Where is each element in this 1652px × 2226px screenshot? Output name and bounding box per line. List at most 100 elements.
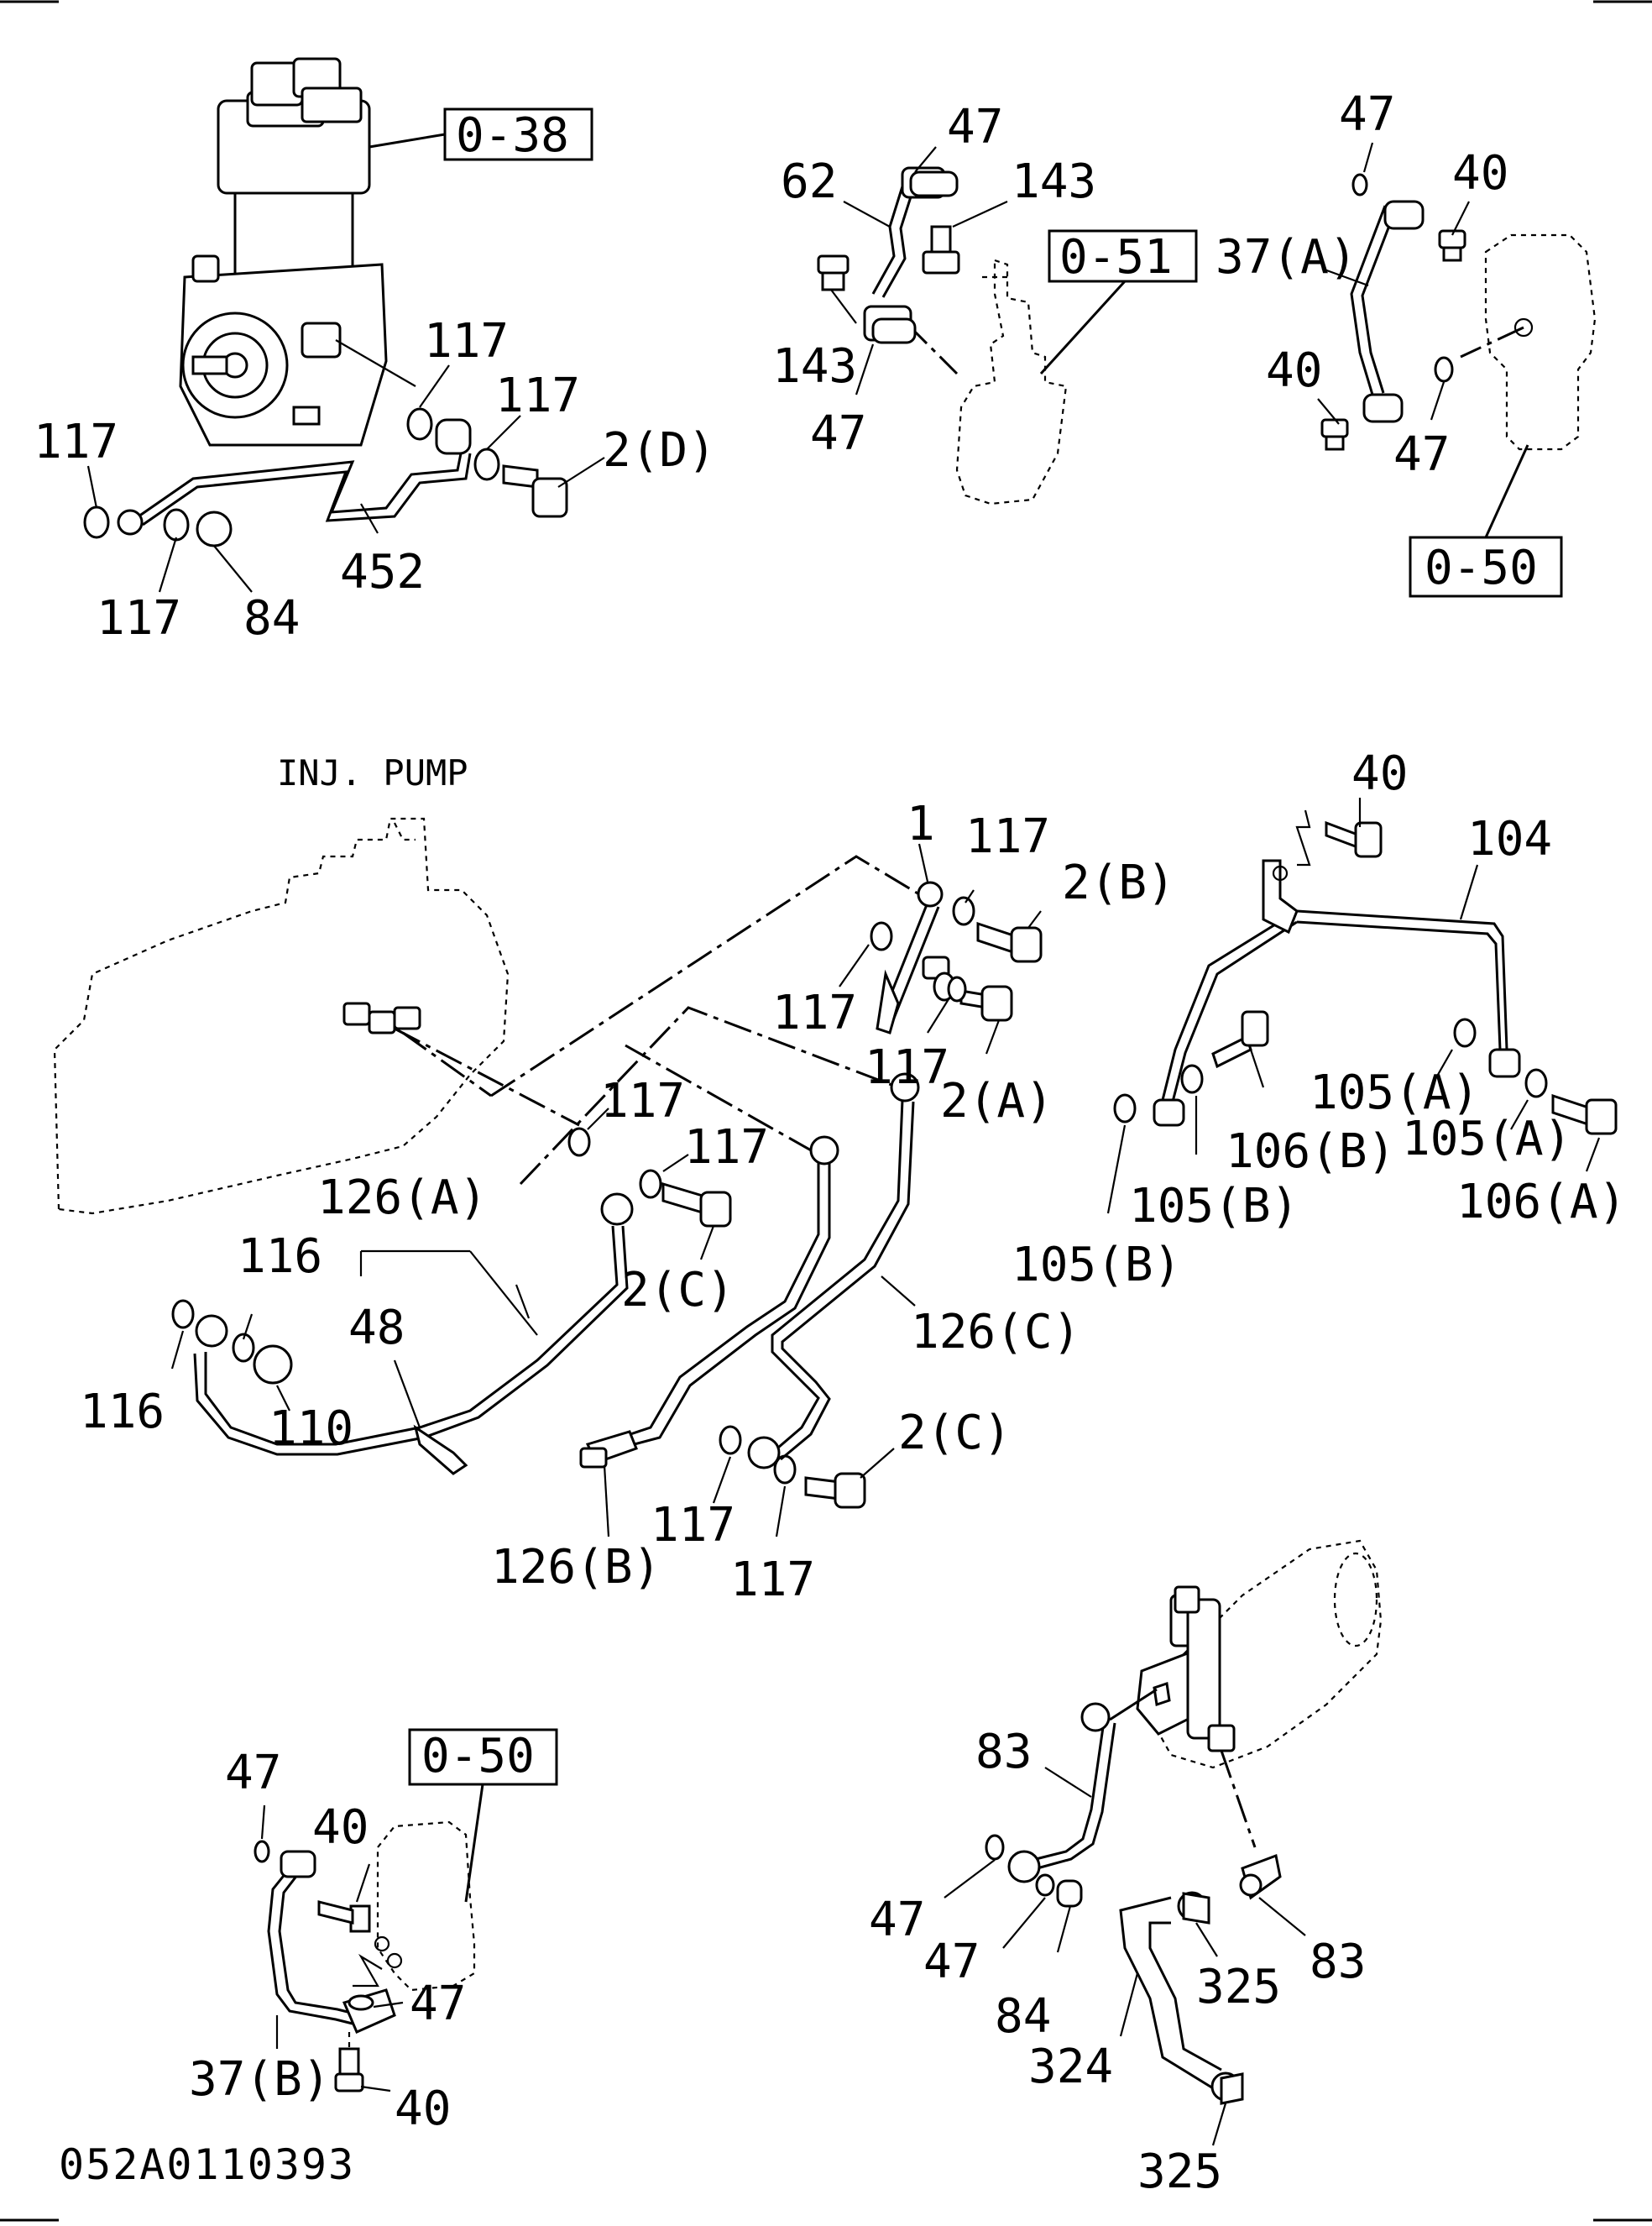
callout-47[interactable]: 47: [869, 1893, 925, 1947]
leaders-top-left: [86, 364, 605, 593]
washers-117-mid: [171, 896, 975, 1485]
bolts-40-106: [1211, 820, 1618, 1135]
pipe-37a: [1320, 173, 1466, 451]
callout-325[interactable]: 325: [1137, 2145, 1222, 2199]
callout-117[interactable]: 117: [965, 809, 1050, 864]
callout-83[interactable]: 83: [975, 1725, 1032, 1779]
leaders-top-right: [1317, 142, 1470, 425]
callouts-right-middle: 40 104 105(A) 106(B) 105(A) 106(A) 105(B…: [1012, 746, 1626, 1292]
callout-104[interactable]: 104: [1467, 812, 1552, 867]
callout-117[interactable]: 117: [97, 591, 181, 646]
callout-117[interactable]: 117: [651, 1498, 735, 1553]
callout-47[interactable]: 47: [410, 1977, 466, 2031]
callout-117[interactable]: 117: [495, 369, 580, 423]
pipe-83-upper: [985, 1688, 1158, 1908]
ref-box-0-50-top[interactable]: 0-50: [1409, 444, 1563, 598]
leaders-right-middle: [1106, 798, 1601, 1214]
ref-box-0-50-bottom[interactable]: 0-50: [408, 1728, 558, 1903]
pipe-126a: [193, 1192, 634, 1475]
callout-117[interactable]: 117: [684, 1120, 769, 1175]
callout-47[interactable]: 47: [225, 1746, 281, 1800]
callout-40[interactable]: 40: [395, 2082, 451, 2136]
callout-126c[interactable]: 126(C): [911, 1305, 1080, 1359]
pipe-37b: [254, 1840, 396, 2092]
bolts-2a-2b: [959, 921, 1043, 1022]
callout-37a[interactable]: 37(A): [1215, 230, 1357, 285]
leaders-middle: [170, 843, 1042, 1537]
callout-2b[interactable]: 2(B): [1062, 856, 1175, 910]
callout-105b[interactable]: 105(B): [1129, 1179, 1299, 1233]
callout-105a[interactable]: 105(A): [1402, 1112, 1571, 1166]
callout-83[interactable]: 83: [1310, 1935, 1366, 1989]
washers-105: [1113, 1018, 1548, 1123]
pipe-126c: [747, 1072, 920, 1469]
callout-37b[interactable]: 37(B): [189, 2052, 331, 2107]
pipe-126b: [579, 1135, 839, 1469]
callout-117[interactable]: 117: [865, 1040, 949, 1095]
callout-117[interactable]: 117: [34, 415, 118, 469]
pipe-452: [117, 418, 472, 536]
callout-40[interactable]: 40: [1452, 146, 1508, 201]
washers-117-top-left: [83, 407, 568, 547]
callout-2c[interactable]: 2(C): [621, 1263, 735, 1317]
callout-106a[interactable]: 106(A): [1456, 1175, 1626, 1229]
ref-box-label: 0-50: [421, 1729, 535, 1783]
callout-2a[interactable]: 2(A): [940, 1074, 1053, 1129]
callout-48[interactable]: 48: [348, 1301, 405, 1355]
callout-143[interactable]: 143: [1012, 155, 1096, 209]
callout-126b[interactable]: 126(B): [491, 1540, 661, 1595]
callout-47[interactable]: 47: [1393, 427, 1450, 482]
ref-box-label: 0-38: [456, 108, 569, 163]
callout-1[interactable]: 1: [907, 797, 935, 851]
callout-126a[interactable]: 126(A): [317, 1171, 487, 1225]
callout-47[interactable]: 47: [923, 1935, 980, 1989]
callout-117[interactable]: 117: [424, 314, 509, 369]
callout-105a[interactable]: 105(A): [1310, 1066, 1479, 1120]
fuel-filter-bottom: [353, 1820, 476, 1992]
callout-84[interactable]: 84: [995, 1989, 1051, 2044]
feed-pump-body: [1136, 1585, 1236, 1752]
callout-452[interactable]: 452: [340, 545, 425, 600]
leaders-top-middle: [830, 146, 1008, 395]
callout-40[interactable]: 40: [1266, 343, 1322, 398]
callout-84[interactable]: 84: [243, 591, 300, 646]
air-compressor-assembly: [179, 57, 416, 447]
callouts-bottom-right: 83 47 47 84 325 83 324 325: [869, 1725, 1366, 2199]
injection-pump-outline: [53, 817, 510, 1215]
callout-62[interactable]: 62: [781, 155, 837, 209]
pump-fittings: [342, 1002, 421, 1034]
callout-324[interactable]: 324: [1028, 2040, 1113, 2094]
callout-40[interactable]: 40: [1351, 746, 1408, 801]
callout-47[interactable]: 47: [1339, 87, 1395, 142]
callouts-middle: 1 117 2(B) 117 117 2(A) 117 117 126(A) 1…: [80, 797, 1175, 1607]
callouts-bottom-left: 47 40 47 37(B) 40: [189, 1746, 466, 2136]
bolts-143: [817, 225, 960, 291]
callouts-top-right: 47 40 37(A) 40 47: [1215, 87, 1508, 482]
callout-117[interactable]: 117: [600, 1074, 685, 1129]
callout-110[interactable]: 110: [269, 1401, 353, 1456]
callout-47[interactable]: 47: [810, 406, 866, 461]
callout-2d[interactable]: 2(D): [603, 423, 716, 478]
engine-block-outline: [955, 259, 1068, 505]
callout-325[interactable]: 325: [1196, 1960, 1281, 2014]
callout-117[interactable]: 117: [730, 1553, 815, 1607]
callout-143[interactable]: 143: [772, 339, 857, 394]
section-label-inj-pump: INJ. PUMP: [277, 752, 468, 794]
callout-116[interactable]: 116: [238, 1229, 322, 1284]
callout-117[interactable]: 117: [772, 986, 857, 1040]
ref-box-0-38[interactable]: 0-38: [369, 107, 593, 163]
callout-2c[interactable]: 2(C): [898, 1406, 1012, 1460]
callout-106b[interactable]: 106(B): [1226, 1124, 1395, 1179]
callout-40[interactable]: 40: [312, 1800, 369, 1855]
pipe-1: [876, 881, 950, 1034]
centerlines: [394, 855, 920, 1186]
callouts-top-left: 117 117 2(D) 117 452 117 84: [34, 314, 716, 646]
ref-box-0-51[interactable]: 0-51: [1039, 229, 1198, 375]
callout-47[interactable]: 47: [947, 100, 1003, 155]
callout-116[interactable]: 116: [80, 1385, 165, 1439]
pipe-83-lower: [1220, 1750, 1282, 1900]
bolts-2c: [661, 1181, 866, 1509]
callout-105b[interactable]: 105(B): [1012, 1238, 1181, 1292]
